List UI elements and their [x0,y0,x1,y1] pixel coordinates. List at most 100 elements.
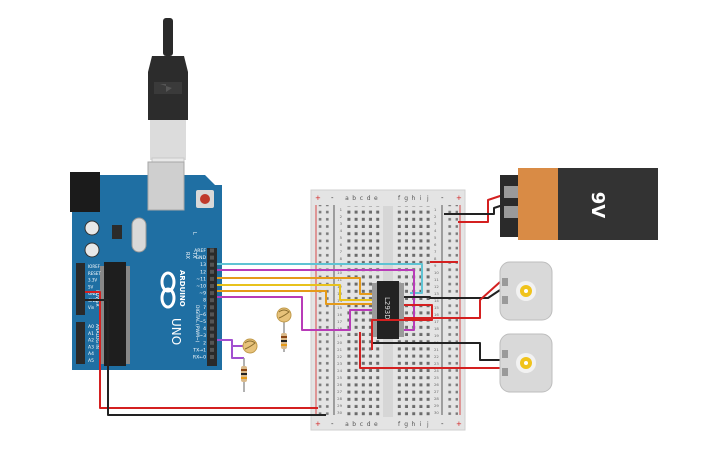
digital-pin[interactable] [210,248,214,253]
row-number: 30 [337,410,342,415]
wire-red-chip [371,304,433,350]
left-power-rail[interactable] [318,205,332,415]
wire-lavender [217,296,372,331]
digital-pin-label: RX←0 [193,355,206,361]
row-number: 24 [434,368,439,373]
row-number: 28 [434,396,439,401]
digital-pin-label: AREF [194,248,206,254]
right-power-rail[interactable] [444,205,458,415]
photoresistor-1[interactable] [276,307,292,330]
digital-pin[interactable] [210,284,214,288]
wire-red-motor1 [404,281,501,319]
digital-pin-label: TX→1 [192,347,206,353]
motor-top[interactable] [499,261,553,321]
digital-pin[interactable] [210,255,214,260]
wire-black-gnd [85,299,326,416]
column-letter: j [426,421,429,428]
rail-minus-top-right: - [441,194,444,202]
digital-pin-label: 12 [200,269,206,275]
wire-black-battery [444,204,504,215]
row-number: 25 [434,375,439,380]
row-number: 9 [434,263,437,268]
row-number: 27 [337,389,342,394]
wire-yellow [217,284,372,301]
column-letter: b [352,421,356,428]
digital-header-label: DIGITAL (PWM~) [194,305,200,343]
row-number: 29 [337,403,342,408]
tx-label: TX [191,251,197,259]
analog-pin-label: A4 [88,351,94,357]
row-number: 12 [434,284,439,289]
capacitor-1 [84,220,100,236]
digital-pin[interactable] [210,305,214,310]
digital-pin-label: 4 [203,326,206,332]
wire-orange-1 [217,277,372,295]
usb-port [147,161,185,211]
wire-cyan [217,263,423,294]
row-number: 20 [337,340,342,345]
row-number: 28 [337,396,342,401]
power-pin-label: 5V [88,284,94,289]
digital-pin[interactable] [210,355,214,359]
resistor-1[interactable] [281,330,287,352]
column-letter: b [352,195,356,202]
row-number: 4 [434,228,437,233]
column-letter: c [360,421,363,428]
arduino-brand: ARDUINO [178,270,186,307]
arduino-board[interactable]: ARDUINO UNO TX RX L DIGITAL (PWM~) ANALO… [70,161,222,370]
motor-bottom[interactable] [499,333,553,393]
digital-pin[interactable] [210,276,214,281]
resistor-2[interactable] [241,358,247,392]
digital-pin[interactable] [210,298,214,303]
rail-minus-bottom-right: - [441,420,444,428]
column-letter: h [411,195,415,202]
row-number: 11 [337,277,342,282]
digital-pin[interactable] [210,333,214,338]
column-letter: a [345,421,349,428]
column-letter: g [404,421,408,428]
wire-red-5v [85,291,318,409]
digital-pin[interactable] [210,319,214,324]
row-number: 18 [434,326,439,331]
digital-pin[interactable] [210,269,214,274]
column-letter: f [398,421,401,428]
wires [85,194,504,416]
battery-9v[interactable]: 9V [500,168,658,240]
row-number: 17 [434,319,439,324]
wire-black-motor1 [404,289,501,299]
digital-pin[interactable] [210,262,214,267]
row-number: 26 [337,382,342,387]
digital-pin[interactable] [210,340,214,345]
power-pin-label: GND [88,291,97,296]
photoresistor-2[interactable] [242,338,258,354]
row-number: 5 [434,235,437,240]
digital-pin-label: ~11 [196,276,206,282]
column-letter: j [426,195,429,202]
power-pin-label: Vin [88,305,95,310]
row-number: 16 [337,312,342,317]
digital-pin-label: ~6 [199,312,206,318]
row-number: 10 [337,270,342,275]
row-number: 7 [434,249,437,254]
row-number: 17 [337,319,342,324]
row-number: 2 [434,214,437,219]
atmega-chip [104,262,126,366]
column-letter: c [360,195,363,202]
column-letter: e [374,195,378,202]
digital-pin[interactable] [210,291,214,296]
column-letter: e [374,421,378,428]
battery-label: 9V [587,192,608,219]
column-letter: i [420,195,422,202]
digital-pin[interactable] [210,347,214,352]
digital-pin-label: 7 [203,305,206,311]
digital-pin[interactable] [210,312,214,317]
power-pin-label: 3.3V [88,278,97,283]
rail-plus-top-right: + [456,194,462,202]
digital-pin[interactable] [210,326,214,331]
row-number: 16 [434,312,439,317]
row-number: 24 [337,368,342,373]
l293d-chip[interactable]: L293D [372,281,404,339]
